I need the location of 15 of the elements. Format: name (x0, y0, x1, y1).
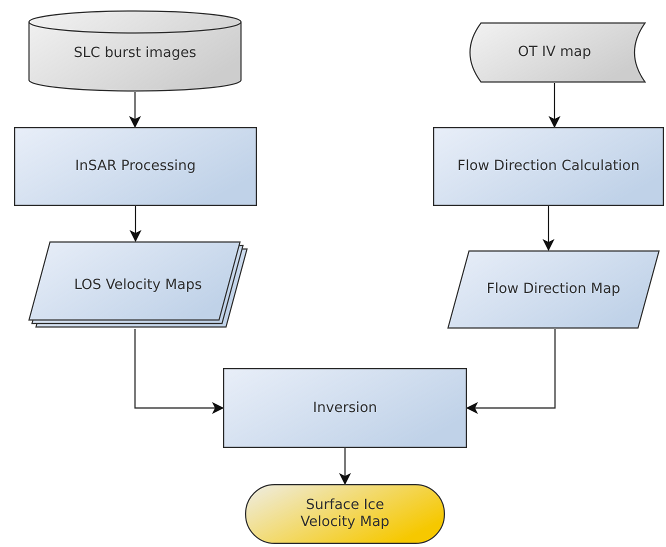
arrow (339, 448, 351, 485)
node-label: OT IV map (518, 44, 592, 61)
arrow (542, 206, 554, 251)
arrow (548, 83, 560, 128)
arrow (130, 206, 142, 242)
arrow (466, 329, 556, 414)
node-label: SLC burst images (74, 44, 196, 62)
node-label: Flow Direction Calculation (457, 158, 640, 175)
node-label: Surface Ice Velocity Map (300, 497, 390, 531)
node-label: LOS Velocity Maps (74, 276, 202, 294)
arrow (129, 92, 141, 128)
node-label: Inversion (312, 400, 378, 416)
node-label: InSAR Processing (75, 158, 196, 175)
arrow (134, 329, 224, 414)
node-label: Flow Direction Map (486, 281, 620, 298)
